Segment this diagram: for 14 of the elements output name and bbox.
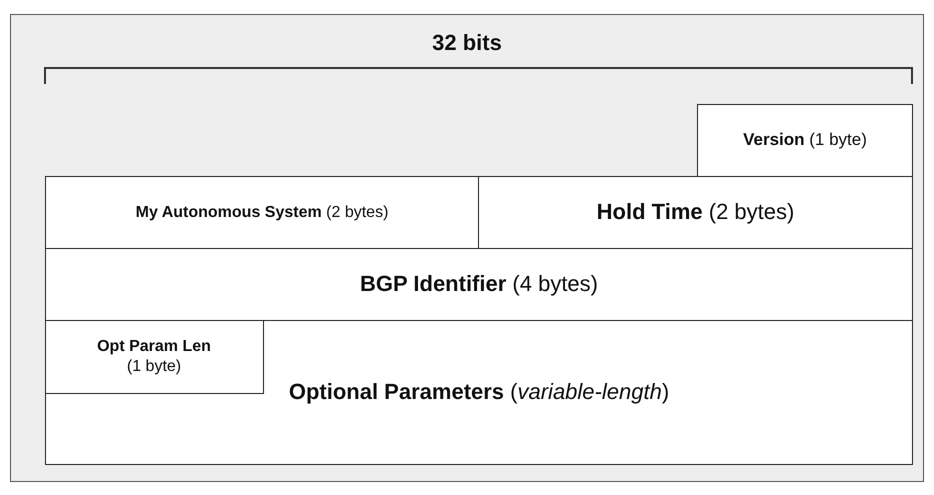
field-label: Version (1 byte) xyxy=(743,130,867,151)
field-label: BGP Identifier (4 bytes) xyxy=(360,271,598,298)
field-label: Optional Parameters (variable-length) xyxy=(288,379,670,406)
field-box xyxy=(697,104,913,177)
field-label: (1 byte) xyxy=(126,356,182,376)
field-label: My Autonomous System (2 bytes) xyxy=(136,202,388,222)
field-box xyxy=(44,320,264,394)
field-box xyxy=(45,176,479,249)
field-label: Opt Param Len xyxy=(97,337,211,356)
field-box xyxy=(478,176,913,249)
field-box xyxy=(45,320,913,465)
dimension-label: 32 bits xyxy=(431,30,503,56)
field-box xyxy=(45,248,913,321)
field-label: Hold Time (2 bytes) xyxy=(596,199,794,226)
